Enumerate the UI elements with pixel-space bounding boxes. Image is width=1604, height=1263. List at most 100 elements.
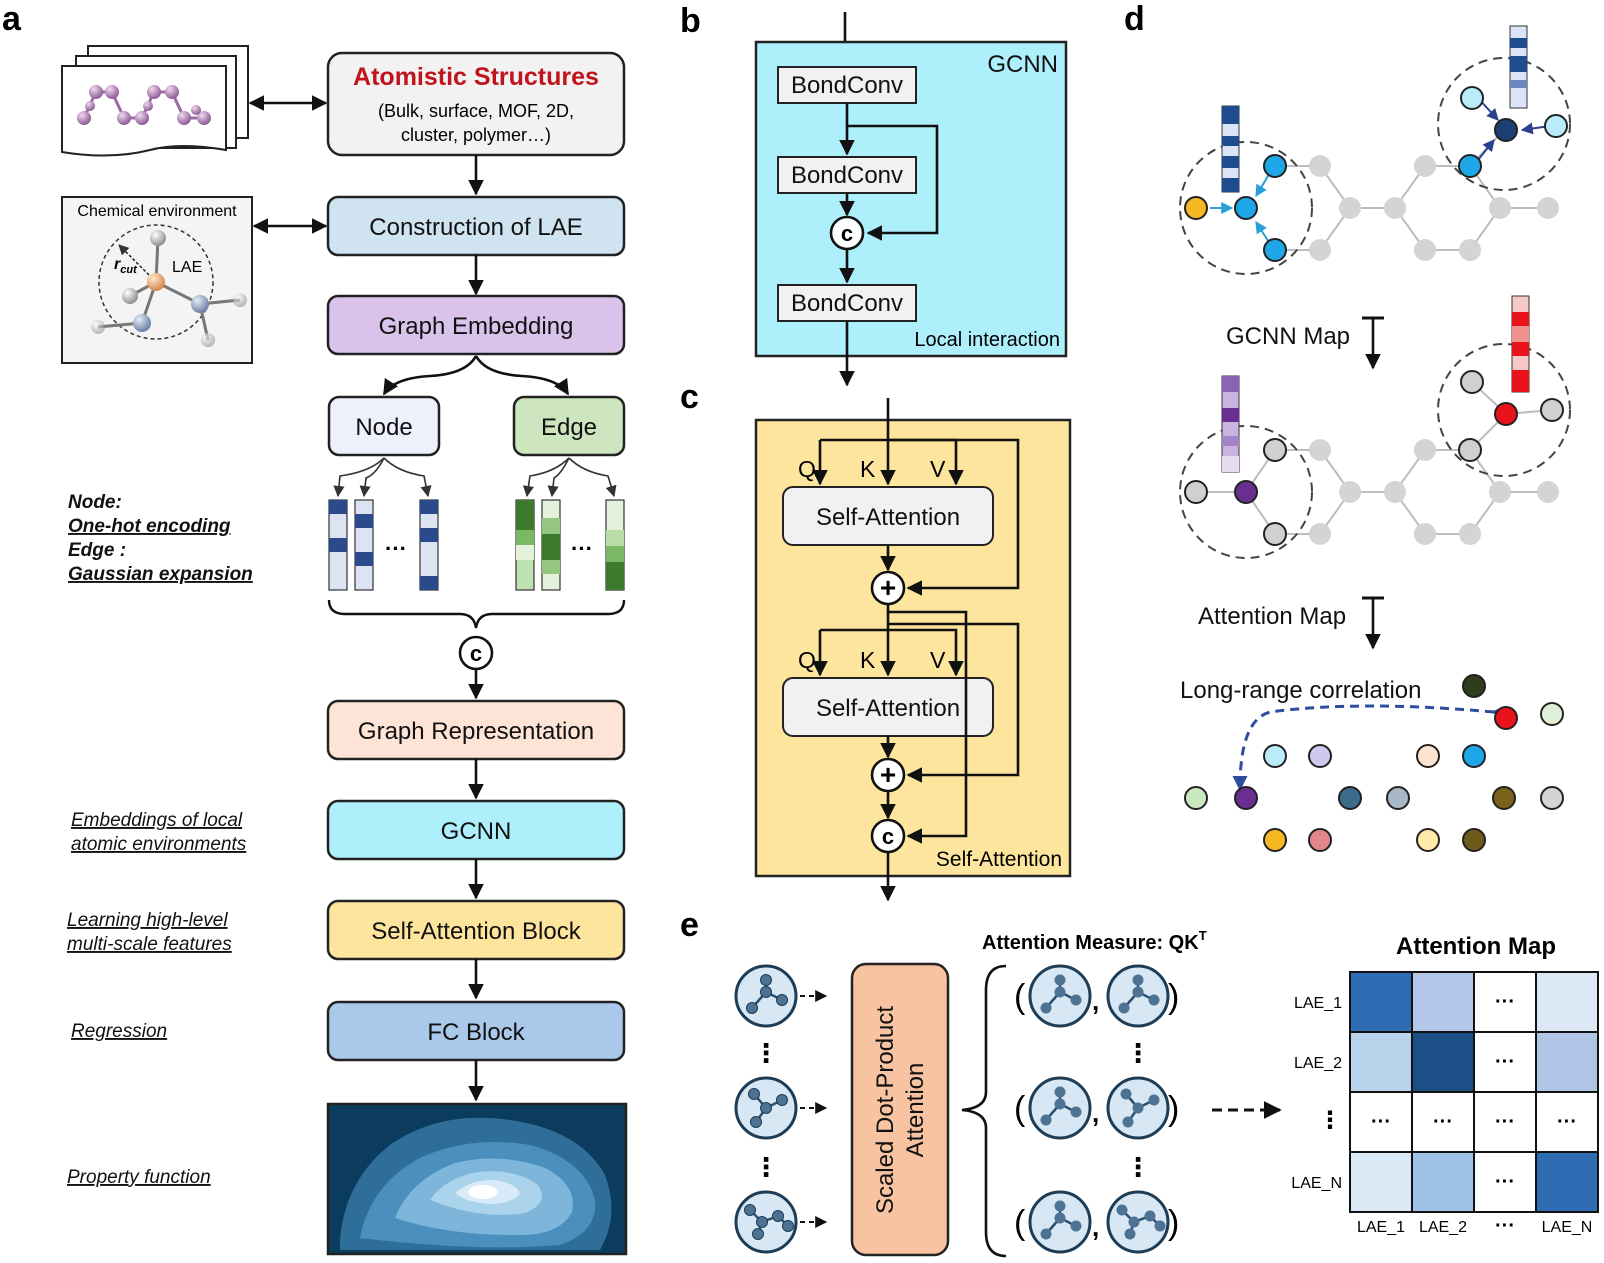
self-attention-panel-footer: Self-Attention xyxy=(936,848,1062,871)
attention-cell xyxy=(1349,1151,1413,1213)
lae-icon-column-left xyxy=(734,964,798,1254)
split-arrow-edge xyxy=(474,355,570,396)
property-function-contour xyxy=(326,1102,628,1256)
self-attention-1-label: Self-Attention xyxy=(816,504,960,531)
atomistic-structures-sub1: (Bulk, surface, MOF, 2D, xyxy=(378,101,574,121)
svg-text:(: ( xyxy=(1014,1090,1026,1128)
lae-label: LAE xyxy=(172,259,202,276)
side-label-one-hot: One-hot encoding xyxy=(68,516,231,537)
panel-label-b: b xyxy=(680,2,701,40)
scaled-dot-product-box xyxy=(850,962,950,1257)
sa-residual-2 xyxy=(888,622,1020,783)
attention-cell-dots: ··· xyxy=(1371,1111,1391,1133)
attention-cell xyxy=(1473,971,1537,1033)
pair-vdots-2: ⋮ xyxy=(1125,1152,1151,1182)
svg-text:(: ( xyxy=(1014,1204,1026,1242)
gcnn-skip-connection xyxy=(847,124,939,241)
attention-row-label: LAE_1 xyxy=(1294,995,1342,1012)
bondconv-3-label: BondConv xyxy=(791,290,903,317)
lae-to-sdpa-arrows xyxy=(800,990,828,1228)
attention-measure-label: Attention Measure: QKT xyxy=(982,928,1207,954)
long-range-label: Long-range correlation xyxy=(1180,677,1422,704)
attention-cell xyxy=(1349,971,1413,1033)
bondconv-3 xyxy=(777,284,917,322)
attention-cell xyxy=(1473,1091,1537,1153)
svg-text:,: , xyxy=(1092,1212,1099,1242)
concat-symbol-c: c xyxy=(882,824,894,849)
graph-embedding-label: Graph Embedding xyxy=(379,313,574,340)
gcnn-map-label: GCNN Map xyxy=(1226,323,1350,350)
svg-text:,: , xyxy=(1092,986,1099,1016)
graph-representation-label: Graph Representation xyxy=(358,718,594,745)
concat-symbol-b: c xyxy=(841,221,853,246)
sa-concat-skip xyxy=(888,610,968,844)
node-label: Node xyxy=(355,414,412,441)
local-interaction-label: Local interaction xyxy=(914,329,1060,351)
svg-text:): ) xyxy=(1168,1090,1179,1128)
side-label-property: Property function xyxy=(67,1167,211,1188)
self-attention-block-label: Self-Attention Block xyxy=(371,918,581,945)
sa-residual-1 xyxy=(888,438,1020,596)
panel-label-c: c xyxy=(680,378,699,416)
attention-cell-dots: ··· xyxy=(1557,1111,1577,1133)
attention-cell-dots: ··· xyxy=(1495,1171,1515,1193)
panel-label-d: d xyxy=(1124,0,1145,38)
attention-col-label: LAE_N xyxy=(1542,1219,1593,1236)
panel-label-a: a xyxy=(2,0,22,38)
chemical-environment-label: Chemical environment xyxy=(77,203,237,220)
attention-cell xyxy=(1349,1031,1413,1093)
qk-pair-icons: ( , ) ( , ) ( , ) xyxy=(1014,964,1179,1254)
edge-label: Edge xyxy=(541,414,597,441)
edge-vector-dots: ··· xyxy=(571,536,593,561)
side-label-node: Node: xyxy=(68,492,122,513)
attention-cell-dots: ··· xyxy=(1433,1111,1453,1133)
long-range-node-scatter xyxy=(1184,674,1564,852)
attention-col-label: LAE_2 xyxy=(1419,1219,1467,1236)
node-one-hot-vectors xyxy=(328,499,439,591)
svg-text:): ) xyxy=(1168,978,1179,1016)
edge-box xyxy=(512,395,626,457)
lae-vdots-1: ⋮ xyxy=(753,1038,779,1068)
bondconv-2 xyxy=(777,156,917,194)
atomistic-structures-sub2: cluster, polymer…) xyxy=(401,125,551,145)
attention-cell-dots: ··· xyxy=(1495,991,1515,1013)
lae-sphere-illustration xyxy=(91,224,247,347)
bondconv-1-label: BondConv xyxy=(791,72,903,99)
side-label-embeddings-2: atomic environments xyxy=(71,834,247,855)
attention-cell xyxy=(1411,1151,1475,1213)
gcnn-panel-title: GCNN xyxy=(987,51,1058,78)
bondconv-1 xyxy=(777,66,917,104)
split-arrow-node xyxy=(382,355,478,396)
sa-v-label-2: V xyxy=(930,647,946,673)
attention-cell xyxy=(1411,1091,1475,1153)
side-label-edge: Edge : xyxy=(68,540,126,561)
sa-k-label-2: K xyxy=(860,647,876,673)
fc-block-label: FC Block xyxy=(427,1019,525,1046)
svg-text:): ) xyxy=(1168,1204,1179,1242)
attention-row-label: LAE_N xyxy=(1291,1175,1342,1192)
attention-measure-brace xyxy=(961,964,1007,1258)
atomistic-sheets-illustration xyxy=(61,45,249,157)
svg-text:(: ( xyxy=(1014,978,1026,1016)
attention-cell-dots: ··· xyxy=(1495,1051,1515,1073)
concat-brace xyxy=(327,599,626,629)
side-label-gaussian: Gaussian expansion xyxy=(68,564,253,585)
side-label-embeddings-1: Embeddings of local xyxy=(71,810,243,831)
molecule-graph-top xyxy=(1179,25,1571,275)
attention-col-label: LAE_1 xyxy=(1357,1219,1405,1236)
sa-kv-arrow-2 xyxy=(820,628,964,677)
attention-map-title: Attention Map xyxy=(1396,933,1556,960)
attention-cell xyxy=(1411,1031,1475,1093)
molecule-graph-middle xyxy=(1179,295,1571,559)
attention-cell xyxy=(1535,1031,1599,1093)
concat-symbol-a: c xyxy=(470,641,482,666)
add-symbol-1: + xyxy=(880,572,896,603)
sa-k-label-1: K xyxy=(860,456,876,482)
node-box xyxy=(327,395,441,457)
attention-cell xyxy=(1535,1151,1599,1213)
panel-label-e: e xyxy=(680,906,699,944)
sdpa-label-2: Attention xyxy=(902,1063,929,1158)
svg-text:,: , xyxy=(1092,1098,1099,1128)
pair-vdots-1: ⋮ xyxy=(1125,1038,1151,1068)
